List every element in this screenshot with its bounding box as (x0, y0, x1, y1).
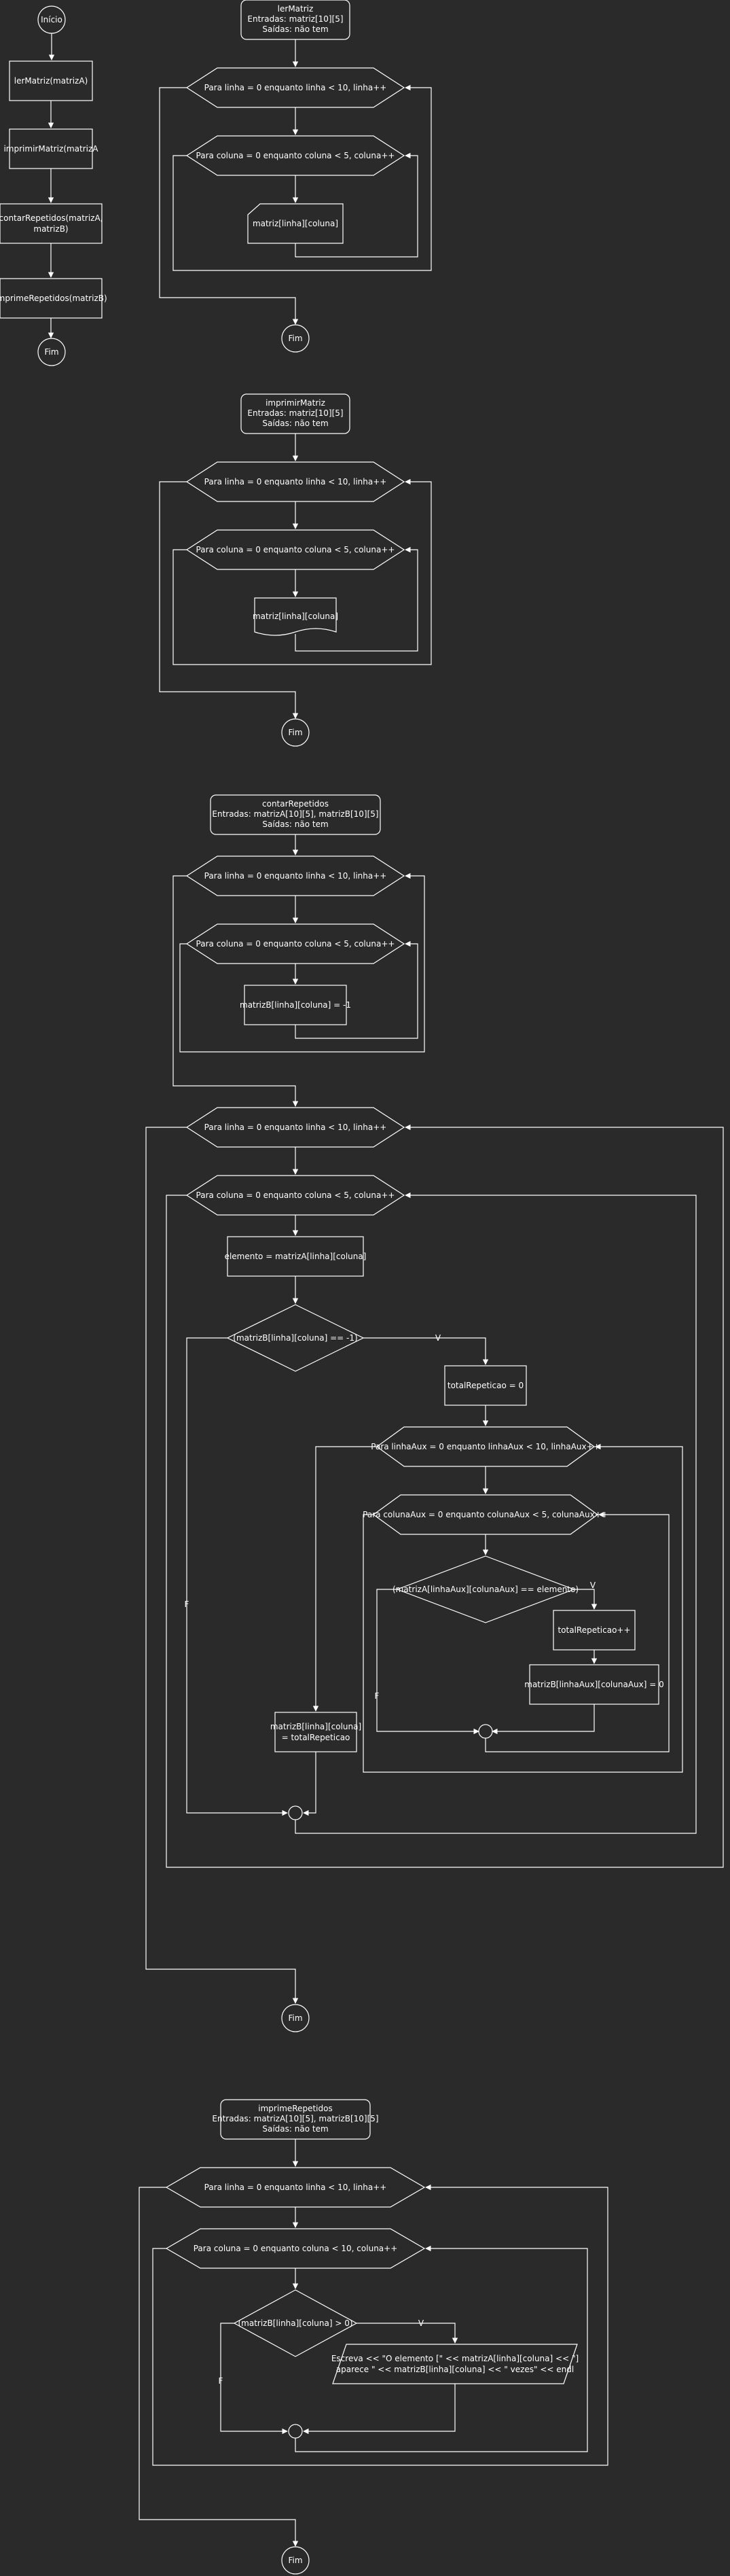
ler-matriz-loop-linha (185, 67, 405, 108)
imprime-escreva-label-2: aparece " << matrizB[linha][coluna] << "… (336, 2365, 574, 2374)
contar-loop-coluna-2-label: Para coluna = 0 enquanto coluna < 5, col… (196, 1190, 395, 1200)
contar-loop-coluna-aux (372, 1494, 599, 1535)
imprime-loop-coluna-label: Para coluna = 0 enquanto coluna < 10, co… (194, 2244, 398, 2253)
imprime-escreva-node (332, 2344, 578, 2384)
imprime-cond-label: (matrizB[linha][coluna] > 0) (238, 2318, 352, 2328)
imprime-end-node (281, 2546, 310, 2575)
imprimir-matriz-loop-linha-label: Para linha = 0 enquanto linha < 10, linh… (204, 477, 387, 487)
ler-matriz-outputs: Saídas: não tem (262, 24, 328, 34)
imprime-end-label: Fim (288, 2556, 302, 2565)
ler-matriz-title: lerMatriz (278, 4, 314, 14)
contar-assign-elemento-label: elemento = matrizA[linha][coluna] (225, 1252, 367, 1261)
imprime-loop-linha-label: Para linha = 0 enquanto linha < 10, linh… (204, 2183, 387, 2192)
contar-cond-aux (396, 1555, 575, 1623)
contar-end-node (281, 2004, 310, 2032)
imprimir-matriz-title: imprimirMatriz (266, 398, 325, 408)
imprime-cond-true-label: V (418, 2318, 424, 2328)
imprimir-matriz-end-node (281, 718, 310, 747)
contar-cond-b (226, 1304, 365, 1372)
imprime-loop-linha (165, 2167, 426, 2208)
ler-matriz-inputs: Entradas: matriz[10][5] (247, 14, 343, 24)
main-call-imprimir-label: imprimirMatriz(matrizA (3, 144, 98, 154)
main-start-label: Início (41, 15, 62, 24)
contar-loop-linha-1 (185, 855, 405, 896)
contar-assign-total (274, 1712, 357, 1752)
main-flow: Início lerMatriz(matrizA) imprimirMatriz… (0, 5, 107, 366)
ler-matriz-input-label: matriz[linha][coluna] (253, 219, 338, 228)
ler-matriz-flow: lerMatriz Entradas: matriz[10][5] Saídas… (159, 0, 432, 353)
contar-merge-b (288, 1805, 303, 1820)
contar-cond-aux-true-label: V (590, 1581, 596, 1590)
imprime-escreva-label-1: Escreva << "O elemento [" << matrizA[lin… (331, 2354, 579, 2363)
ler-matriz-loop-linha-label: Para linha = 0 enquanto linha < 10, linh… (204, 83, 387, 92)
contar-repetidos-outputs: Saídas: não tem (262, 819, 328, 829)
contar-loop-linha-aux (376, 1426, 596, 1467)
contar-assign-total-label-1: matrizB[linha][coluna] (270, 1722, 361, 1731)
imprimir-matriz-outputs: Saídas: não tem (262, 419, 328, 428)
contar-cond-b-true-label: V (435, 1333, 441, 1343)
imprime-repetidos-inputs: Entradas: matrizA[10][5], matrizB[10][5] (212, 2114, 378, 2123)
contar-end-label: Fim (288, 2013, 302, 2023)
contar-loop-coluna-aux-label: Para colunaAux = 0 enquanto colunaAux < … (363, 1510, 608, 1519)
imprimir-matriz-output-label: matriz[linha][coluna] (253, 612, 338, 621)
imprimir-matriz-output-node (254, 597, 337, 636)
imprime-cond (233, 2289, 358, 2357)
contar-loop-coluna-1 (185, 923, 405, 964)
main-call-contar-label-2: matrizB) (33, 224, 68, 234)
main-call-imprime-label: imprimeRepetidos(matrizB) (0, 294, 107, 303)
contar-total-zero-label: totalRepeticao = 0 (448, 1381, 524, 1390)
imprimir-matriz-loop-coluna-label: Para coluna = 0 enquanto coluna < 5, col… (196, 545, 395, 554)
imprime-repetidos-outputs: Saídas: não tem (262, 2124, 328, 2134)
imprime-repetidos-title: imprimeRepetidos (258, 2104, 332, 2113)
ler-matriz-loop-coluna-label: Para coluna = 0 enquanto coluna < 5, col… (196, 151, 395, 160)
contar-assign-total-label-2: = totalRepeticao (282, 1733, 350, 1742)
imprimir-matriz-inputs: Entradas: matriz[10][5] (247, 408, 343, 418)
imprimir-matriz-loop-coluna (185, 529, 405, 570)
imprimir-matriz-flow: imprimirMatriz Entradas: matriz[10][5] S… (159, 393, 432, 747)
contar-loop-linha-aux-label: Para linhaAux = 0 enquanto linhaAux < 10… (371, 1442, 600, 1451)
contar-repetidos-flow: contarRepetidos Entradas: matrizA[10][5]… (145, 794, 724, 2032)
imprime-repetidos-flow: imprimeRepetidos Entradas: matrizA[10][5… (139, 2099, 608, 2575)
main-call-ler-label: lerMatriz(matrizA) (14, 76, 88, 86)
main-end-node (37, 338, 66, 366)
contar-repetidos-title: contarRepetidos (262, 799, 329, 809)
imprime-cond-false-label: F (219, 2376, 223, 2386)
main-call-contar (0, 203, 103, 244)
ler-matriz-input-node (247, 203, 344, 244)
contar-loop-coluna-2 (185, 1175, 405, 1216)
contar-cond-b-false-label: F (185, 1600, 189, 1609)
contar-merge-aux (478, 1724, 493, 1739)
contar-assign-aux-zero-label: matrizB[linhaAux][colunaAux] = 0 (524, 1680, 664, 1689)
contar-loop-linha-1-label: Para linha = 0 enquanto linha < 10, linh… (204, 871, 387, 881)
ler-matriz-end-label: Fim (288, 334, 302, 343)
contar-cond-b-label: (matrizB[linha][coluna] == -1) (233, 1333, 357, 1343)
ler-matriz-end-node (281, 324, 310, 353)
contar-loop-coluna-1-label: Para coluna = 0 enquanto coluna < 5, col… (196, 939, 395, 949)
imprime-merge (288, 2424, 303, 2439)
imprimir-matriz-loop-linha (185, 461, 405, 502)
contar-cond-aux-label: (matrizA[linhaAux][colunaAux] == element… (393, 1585, 579, 1594)
imprimir-matriz-end-label: Fim (288, 728, 302, 737)
contar-repetidos-inputs: Entradas: matrizA[10][5], matrizB[10][5] (212, 809, 378, 819)
main-call-contar-label-1: contarRepetidos(matrizA, (0, 213, 103, 223)
contar-loop-linha-2 (185, 1107, 405, 1148)
contar-loop-linha-2-label: Para linha = 0 enquanto linha < 10, linh… (204, 1123, 387, 1132)
contar-assign-b-label: matrizB[linha][coluna] = -1 (240, 1000, 351, 1010)
imprime-loop-coluna (165, 2228, 426, 2269)
ler-matriz-loop-coluna (185, 135, 405, 176)
main-end-label: Fim (44, 347, 58, 357)
contar-cond-aux-false-label: F (375, 1691, 380, 1701)
contar-total-inc-label: totalRepeticao++ (558, 1625, 630, 1635)
